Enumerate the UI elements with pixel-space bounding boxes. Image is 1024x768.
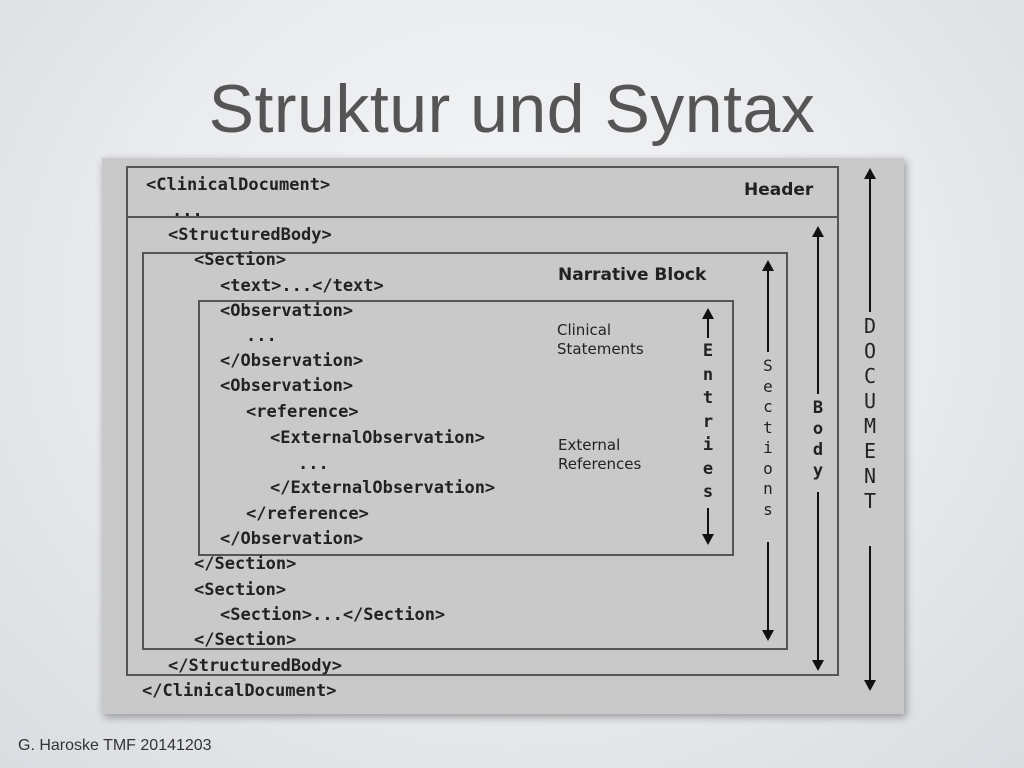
code-line: ...	[298, 454, 329, 474]
code-line: <text>...</text>	[220, 276, 384, 296]
clinical-statements-label: Clinical Statements	[557, 321, 644, 358]
code-line: </Observation>	[220, 351, 364, 371]
code-line: <ClinicalDocument>	[146, 175, 331, 195]
code-line: </reference>	[246, 504, 369, 524]
code-line: <reference>	[246, 402, 359, 422]
body-arrow-up	[812, 226, 824, 237]
document-line-bottom	[869, 546, 871, 680]
sections-line-top	[767, 270, 769, 352]
slide-title: Struktur und Syntax	[208, 71, 816, 147]
entries-line-top	[707, 318, 709, 338]
header-label: Header	[744, 180, 814, 200]
entries-box	[198, 300, 734, 556]
cda-structure-diagram: <ClinicalDocument> ... <StructuredBody> …	[102, 158, 904, 714]
code-line: <Observation>	[220, 301, 354, 321]
sections-line-bottom	[767, 542, 769, 630]
code-line: </Observation>	[220, 529, 364, 549]
code-line: ...	[246, 326, 277, 346]
code-line: </Section>	[194, 554, 297, 574]
external-references-label: External References	[558, 436, 642, 473]
code-line: </StructuredBody>	[168, 656, 342, 676]
code-line: <StructuredBody>	[168, 225, 332, 245]
narrative-block-label: Narrative Block	[558, 265, 707, 285]
document-arrow-up	[864, 168, 876, 179]
body-line-bottom	[817, 492, 819, 660]
code-line: </ExternalObservation>	[270, 478, 496, 498]
sections-arrow-down	[762, 630, 774, 641]
document-line-top	[869, 178, 871, 312]
entries-arrow-down	[702, 534, 714, 545]
body-line-top	[817, 236, 819, 394]
entries-line-bottom	[707, 508, 709, 534]
code-line: ...	[172, 201, 203, 221]
sections-arrow-up	[762, 260, 774, 271]
entries-arrow-up	[702, 308, 714, 319]
code-line: <Section>...</Section>	[220, 605, 446, 625]
body-arrow-down	[812, 660, 824, 671]
code-line: </Section>	[194, 630, 297, 650]
body-box	[126, 216, 839, 676]
code-line: <Section>	[194, 580, 287, 600]
footer-credit: G. Haroske TMF 20141203	[18, 737, 212, 754]
code-line: <Section>	[194, 250, 287, 270]
code-line: <Observation>	[220, 376, 354, 396]
section-box	[142, 252, 788, 650]
code-line: </ClinicalDocument>	[142, 681, 337, 701]
document-arrow-down	[864, 680, 876, 691]
code-line: <ExternalObservation>	[270, 428, 485, 448]
